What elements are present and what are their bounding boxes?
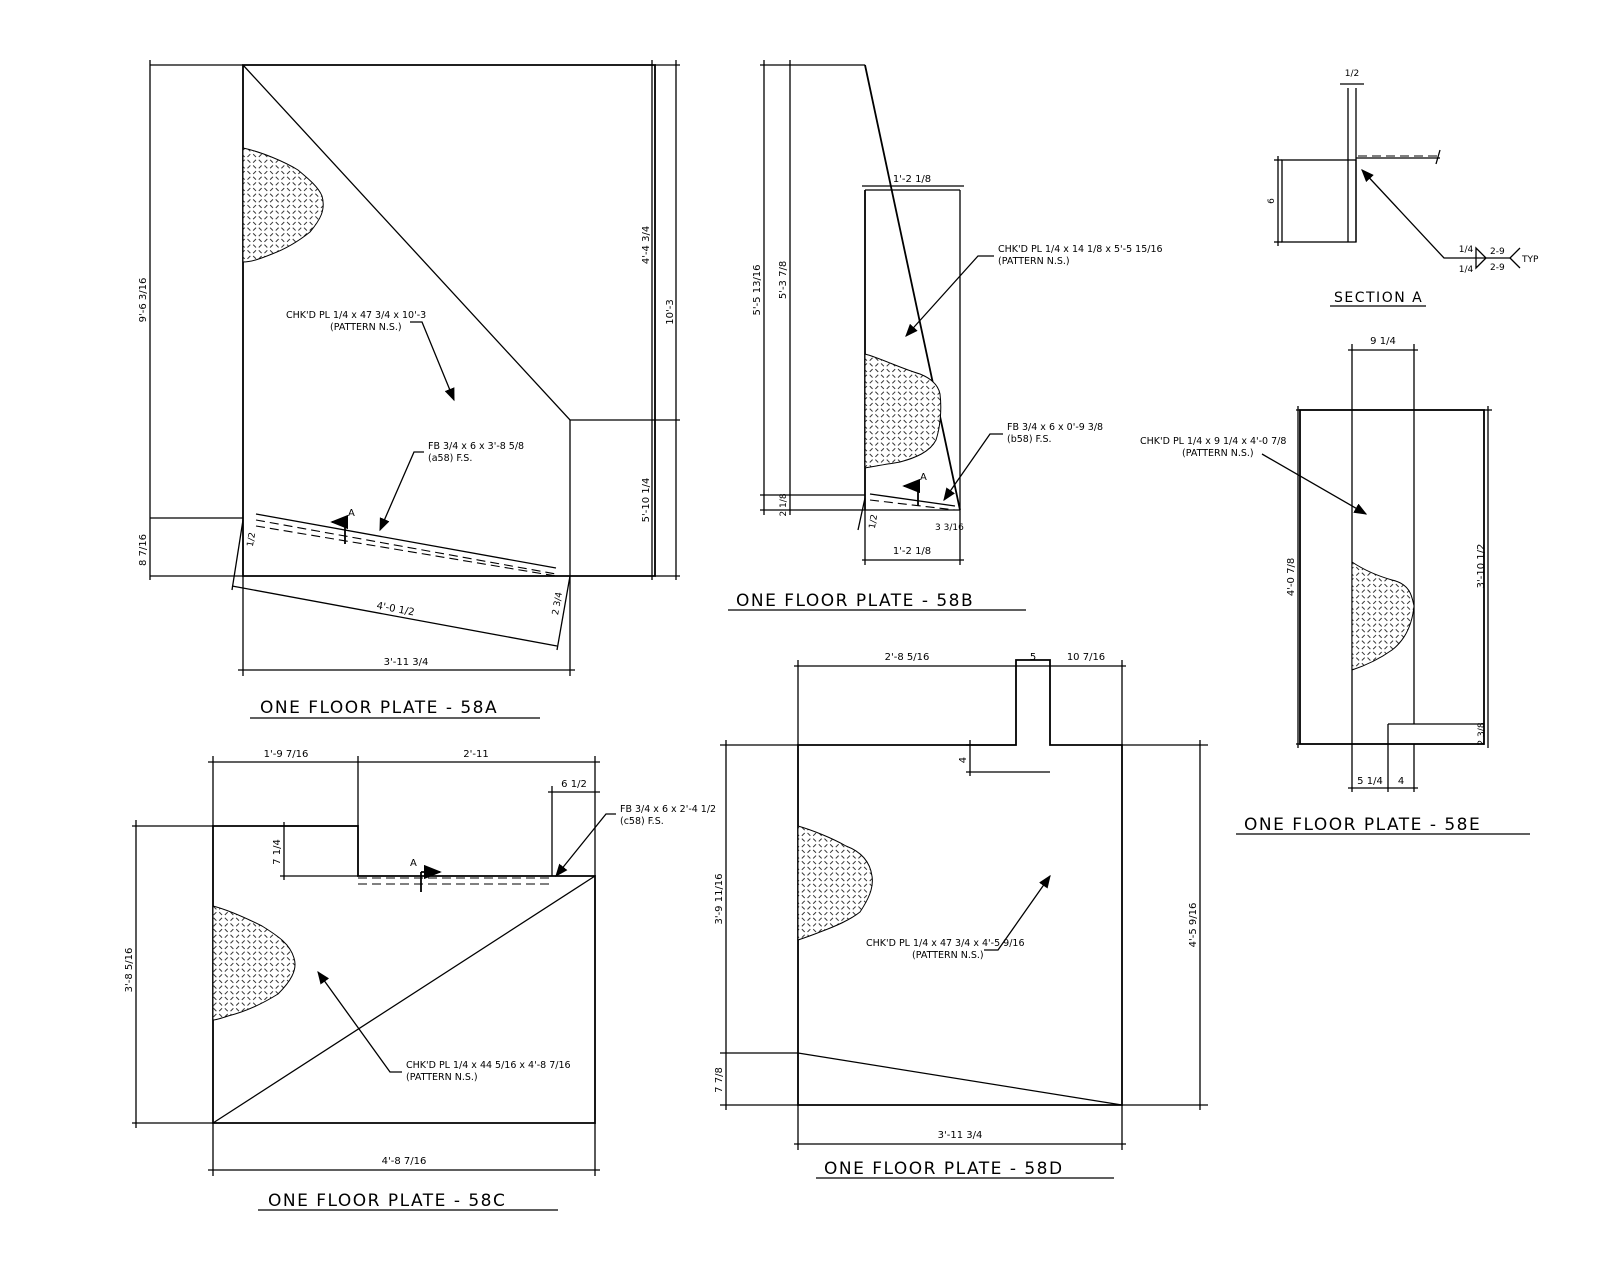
section-a-weld-lower: 1/4 — [1459, 265, 1474, 275]
plate-58a-dim-right-total: 10'-3 — [665, 299, 676, 324]
plate-58c-dim-base: 4'-8 7/16 — [382, 1156, 427, 1167]
plate-58a-fb-line1: FB 3/4 x 6 x 3'-8 5/8 — [428, 441, 524, 452]
plate-58b-dim-left-small: 2 1/8 — [779, 493, 789, 516]
plate-58c: 1'-9 7/16 2'-11 6 1/2 7 1/4 3'-8 5/16 4'… — [124, 749, 716, 1211]
plate-58c-fb-line1: FB 3/4 x 6 x 2'-4 1/2 — [620, 804, 716, 815]
plate-58a-title: ONE FLOOR PLATE - 58A — [260, 698, 498, 718]
plate-58e-note-line1: CHK'D PL 1/4 x 9 1/4 x 4'-0 7/8 — [1140, 436, 1286, 447]
plate-58a-dim-small-b: 2 3/4 — [551, 591, 565, 616]
plate-58e-dim-bottom-left: 5 1/4 — [1357, 776, 1383, 787]
plate-58d-dim-notch-depth: 4 — [958, 757, 969, 763]
plate-58a-dim-right-upper: 4'-4 3/4 — [641, 226, 652, 264]
plate-58a-cut-edge — [242, 64, 655, 421]
plate-58e-note-line2: (PATTERN N.S.) — [1182, 448, 1254, 459]
plate-58d-dim-top-left: 2'-8 5/16 — [885, 652, 930, 663]
plate-58d: 2'-8 5/16 5 10 7/16 4 3'-9 11/16 7 7/8 4… — [714, 652, 1208, 1179]
section-a-dim-height: 6 — [1267, 198, 1277, 204]
plate-58a-dim-bottom-left: 8 7/16 — [138, 534, 149, 566]
plate-58a-note-line2: (PATTERN N.S.) — [330, 322, 402, 333]
plate-58e: 9 1/4 4'-0 7/8 3'-10 1/2 2 3/8 5 1/4 4 C… — [1140, 336, 1530, 835]
plate-58a: 9'-6 3/16 8 7/16 4'-4 3/4 10'-3 5'-10 1/… — [138, 60, 680, 719]
plate-58d-title: ONE FLOOR PLATE - 58D — [824, 1159, 1064, 1179]
plate-58d-dim-top-mid: 5 — [1030, 652, 1036, 663]
plate-58b-fb-line2: (b58) F.S. — [1007, 434, 1052, 445]
plate-58a-section-mark: A — [348, 508, 355, 519]
plate-58d-outline — [797, 659, 1123, 1106]
plate-58a-dim-right-lower: 5'-10 1/4 — [641, 478, 652, 523]
plate-58b-dim-top-width: 1'-2 1/8 — [893, 174, 931, 185]
plate-58d-dim-left-height: 3'-9 11/16 — [714, 873, 725, 924]
section-a-weld-spec-upper: 2-9 — [1490, 247, 1505, 257]
section-a-weld-spec-lower: 2-9 — [1490, 263, 1505, 273]
plate-58d-pattern-hatch — [797, 825, 873, 941]
plate-58a-pattern-hatch — [242, 147, 324, 263]
plate-58b-dim-bottom-width: 1'-2 1/8 — [893, 546, 931, 557]
plate-58a-dim-height-left: 9'-6 3/16 — [138, 278, 149, 323]
plate-58a-dim-small-a: 1/2 — [246, 532, 258, 548]
plate-58d-dim-top-right: 10 7/16 — [1067, 652, 1105, 663]
plate-58b-title: ONE FLOOR PLATE - 58B — [736, 591, 974, 611]
plate-58b-note-line1: CHK'D PL 1/4 x 14 1/8 x 5'-5 15/16 — [998, 244, 1163, 255]
plate-58b-note-line2: (PATTERN N.S.) — [998, 256, 1070, 267]
section-a: 6 1/2 1/4 1/4 2-9 2-9 TYP SECTION A — [1267, 69, 1539, 307]
plate-58c-note-line1: CHK'D PL 1/4 x 44 5/16 x 4'-8 7/16 — [406, 1060, 571, 1071]
plate-58d-note-line1: CHK'D PL 1/4 x 47 3/4 x 4'-5 9/16 — [866, 938, 1025, 949]
plate-58e-dim-right-small: 2 3/8 — [1477, 722, 1487, 745]
plate-58d-dim-base: 3'-11 3/4 — [938, 1130, 983, 1141]
plate-58e-dim-top-width: 9 1/4 — [1370, 336, 1396, 347]
plate-58c-dim-top-left: 1'-9 7/16 — [264, 749, 309, 760]
plate-58c-dim-notch-right: 6 1/2 — [561, 779, 587, 790]
plate-58b-dim-small-b: 3 3/16 — [935, 523, 964, 533]
plate-58d-dim-bottom-left: 7 7/8 — [714, 1067, 725, 1093]
plate-58b-pattern-hatch — [864, 353, 942, 469]
plate-58e-dim-left-height: 4'-0 7/8 — [1286, 558, 1297, 596]
plate-58d-note-line2: (PATTERN N.S.) — [912, 950, 984, 961]
plate-58b-dim-outer-height: 5'-5 13/16 — [752, 264, 763, 315]
plate-58a-fb-line2: (a58) F.S. — [428, 453, 472, 464]
plate-58c-fb-line2: (c58) F.S. — [620, 816, 664, 827]
plate-58b-section-mark: A — [920, 472, 927, 483]
plate-58c-dim-height: 3'-8 5/16 — [124, 948, 135, 993]
section-a-weld-typ: TYP — [1521, 255, 1539, 265]
plate-58c-dim-notch-height: 7 1/4 — [272, 839, 283, 865]
plate-58c-note-line2: (PATTERN N.S.) — [406, 1072, 478, 1083]
section-a-dim-top: 1/2 — [1345, 69, 1359, 79]
plate-58b: 5'-5 13/16 5'-3 7/8 2 1/8 1'-2 1/8 1/2 3… — [728, 60, 1163, 611]
plate-58e-dim-right-height: 3'-10 1/2 — [1476, 544, 1487, 589]
plate-58e-pattern-hatch — [1351, 561, 1415, 671]
plate-58e-title: ONE FLOOR PLATE - 58E — [1244, 815, 1481, 835]
plate-58c-pattern-hatch — [212, 905, 296, 1021]
plate-58c-title: ONE FLOOR PLATE - 58C — [268, 1191, 506, 1211]
plate-58b-dim-inner-height: 5'-3 7/8 — [778, 261, 789, 299]
plate-58c-section-mark: A — [410, 858, 417, 869]
plate-58d-dim-right-height: 4'-5 9/16 — [1188, 903, 1199, 948]
plate-58b-fb-line1: FB 3/4 x 6 x 0'-9 3/8 — [1007, 422, 1103, 433]
plate-58a-dim-base: 3'-11 3/4 — [384, 657, 429, 668]
section-a-title: SECTION A — [1334, 290, 1423, 306]
plate-58c-dim-top-right: 2'-11 — [463, 749, 488, 760]
section-a-weld-upper: 1/4 — [1459, 245, 1474, 255]
plate-58b-dim-small-a: 1/2 — [868, 514, 880, 530]
plate-58a-note-line1: CHK'D PL 1/4 x 47 3/4 x 10'-3 — [286, 310, 426, 321]
plate-58e-dim-bottom-right: 4 — [1398, 776, 1404, 787]
